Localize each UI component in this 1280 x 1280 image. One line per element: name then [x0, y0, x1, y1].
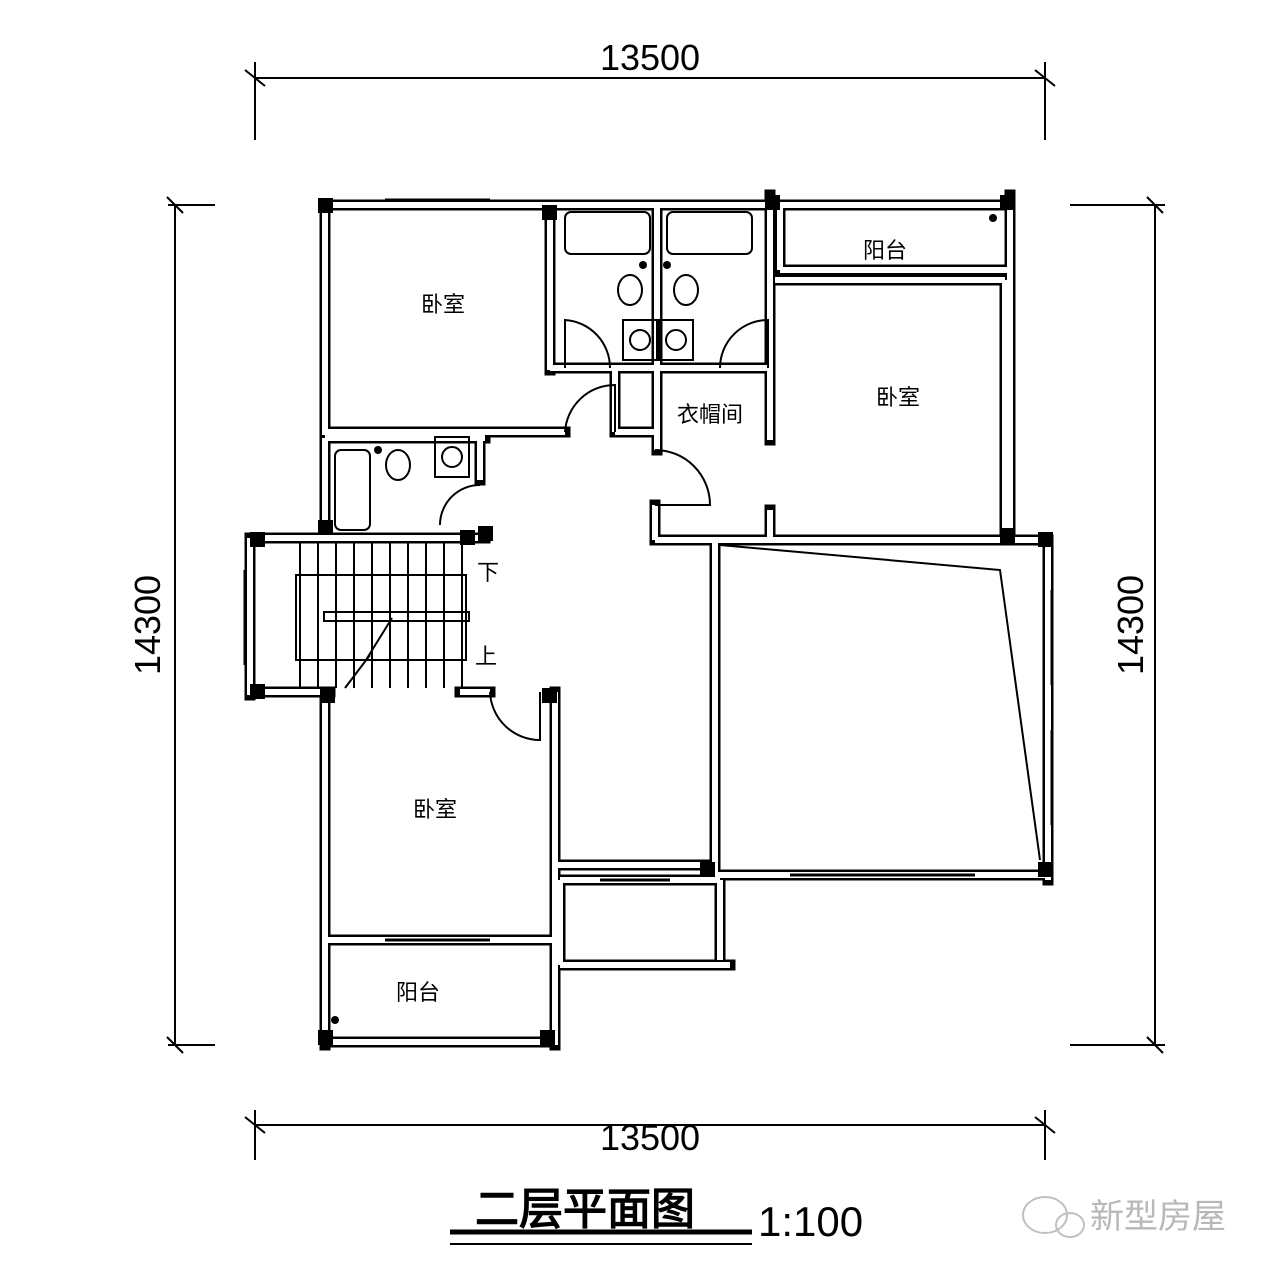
structural-column	[542, 205, 557, 220]
drain-point	[331, 1016, 339, 1024]
dimension-tick	[244, 69, 266, 87]
structural-column	[478, 526, 493, 541]
watermark-text: 新型房屋	[1090, 1197, 1226, 1237]
structural-column	[318, 198, 333, 213]
dimension-top: 13500	[600, 37, 700, 78]
toilet-icon	[385, 449, 411, 481]
dimension-tick	[1034, 1116, 1056, 1134]
stair-down-label: 下	[477, 561, 499, 586]
structural-column	[1000, 195, 1015, 210]
drain-point	[374, 446, 382, 454]
drain-point	[639, 261, 647, 269]
drawing-title: 二层平面图	[475, 1184, 695, 1235]
room-label-balcony: 阳台	[396, 981, 440, 1006]
sink-icon	[622, 319, 658, 361]
door-swing	[654, 449, 712, 506]
dimension-bottom: 13500	[600, 1117, 700, 1158]
structural-column	[542, 688, 557, 703]
bathtub-icon	[666, 211, 753, 255]
dimension-right: 14300	[1110, 575, 1151, 675]
structural-column	[320, 688, 335, 703]
dimension-tick	[166, 196, 184, 214]
drawing-scale: 1:100	[758, 1198, 863, 1245]
structural-column	[250, 532, 265, 547]
stair-break-line	[344, 617, 393, 689]
fixtures	[243, 198, 1054, 942]
door-swing	[719, 318, 769, 369]
structural-column	[250, 684, 265, 699]
structural-column	[460, 530, 475, 545]
drain-point	[989, 214, 997, 222]
sink-icon	[658, 319, 694, 361]
door-swing	[564, 383, 616, 433]
room-label-bedroom: 卧室	[413, 798, 457, 823]
structural-column	[540, 1030, 555, 1045]
sink-basin	[665, 329, 687, 351]
dimension-tick	[244, 1116, 266, 1134]
toilet-icon	[673, 274, 699, 306]
dimension-tick	[166, 1036, 184, 1054]
room-label-wardrobe: 衣帽间	[677, 403, 743, 428]
dimension-tick	[1146, 1036, 1164, 1054]
structural-column	[1038, 532, 1053, 547]
watermark-logo-icon	[1022, 1196, 1085, 1238]
dimension-lines	[166, 62, 1165, 1160]
dimension-left: 14300	[127, 575, 168, 675]
bathtub-icon	[564, 211, 651, 255]
door-swing	[489, 691, 541, 742]
room-label-bedroom: 卧室	[876, 386, 920, 411]
dimension-tick	[1034, 69, 1056, 87]
stair-landing	[295, 574, 467, 661]
stair-handrail	[323, 611, 470, 622]
room-label-bedroom: 卧室	[421, 293, 465, 318]
sink-icon	[434, 436, 470, 478]
structural-column	[1038, 862, 1053, 877]
stair-up-label: 上	[475, 645, 497, 670]
columns	[250, 195, 1053, 1045]
structural-column	[765, 195, 780, 210]
door-swing	[439, 484, 481, 526]
room-label-balcony: 阳台	[863, 239, 907, 264]
structural-column	[318, 520, 333, 535]
sink-basin	[629, 329, 651, 351]
void-outline	[719, 544, 1041, 861]
sink-basin	[441, 446, 463, 468]
dimension-tick	[1146, 196, 1164, 214]
structural-column	[700, 862, 715, 877]
toilet-icon	[617, 274, 643, 306]
door-swing	[564, 318, 612, 369]
drain-point	[663, 261, 671, 269]
structural-column	[318, 1030, 333, 1045]
structural-column	[1000, 528, 1015, 543]
bathtub-icon	[334, 449, 371, 531]
